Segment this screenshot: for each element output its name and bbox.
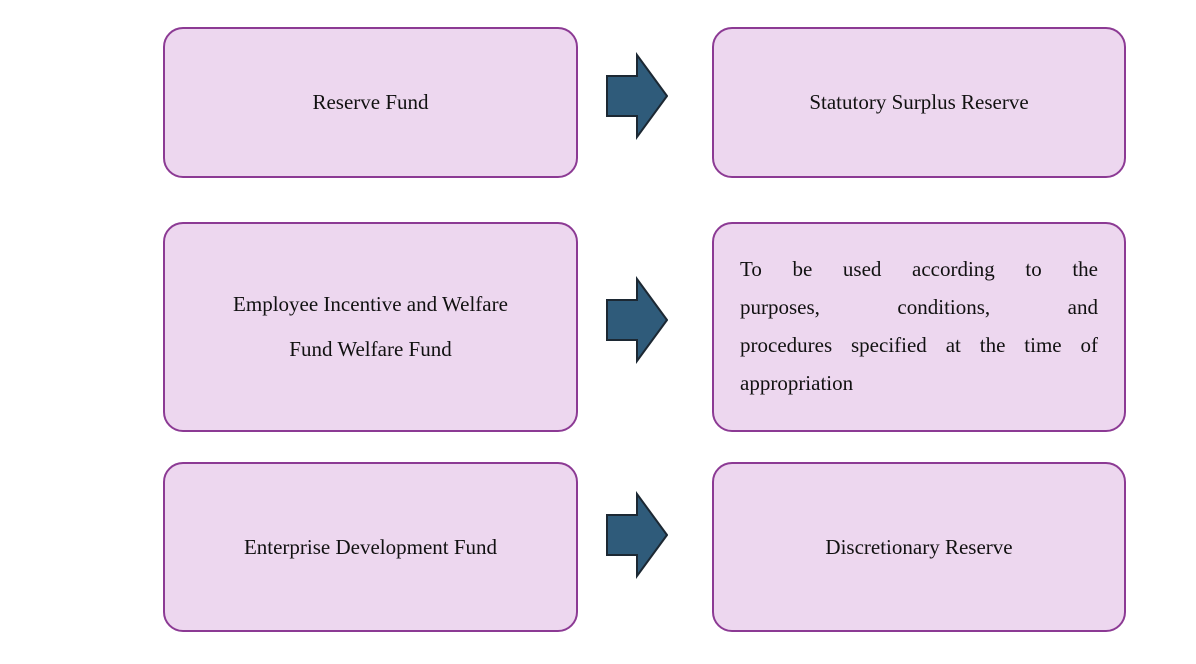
node-label-line: Employee Incentive and Welfare bbox=[233, 291, 508, 316]
node-label-line: Fund Welfare Fund bbox=[289, 337, 452, 361]
node-reserve-fund: Reserve Fund bbox=[163, 27, 578, 178]
node-enterprise-development-fund: Enterprise Development Fund bbox=[163, 462, 578, 632]
node-label-line: appropriation bbox=[740, 370, 854, 395]
node-label: Discretionary Reserve bbox=[825, 534, 1013, 559]
node-statutory-surplus-reserve: Statutory Surplus Reserve bbox=[712, 27, 1126, 178]
right-arrow-icon bbox=[606, 52, 668, 140]
node-label: Reserve Fund bbox=[312, 90, 429, 114]
right-arrow-icon bbox=[606, 491, 668, 579]
right-arrow-icon bbox=[606, 276, 668, 364]
node-label-line: procedures specified at the time of bbox=[740, 333, 1098, 357]
node-employee-incentive-welfare-fund: Employee Incentive and Welfare Fund Welf… bbox=[163, 222, 578, 432]
node-discretionary-reserve: Discretionary Reserve bbox=[712, 462, 1126, 632]
node-label: Enterprise Development Fund bbox=[243, 534, 498, 559]
node-label: Statutory Surplus Reserve bbox=[809, 90, 1029, 114]
node-usage-description: To be used according to the purposes, co… bbox=[712, 222, 1126, 432]
node-label-line: purposes, conditions, and bbox=[740, 295, 1098, 320]
node-label-line: To be used according to the bbox=[740, 257, 1098, 282]
